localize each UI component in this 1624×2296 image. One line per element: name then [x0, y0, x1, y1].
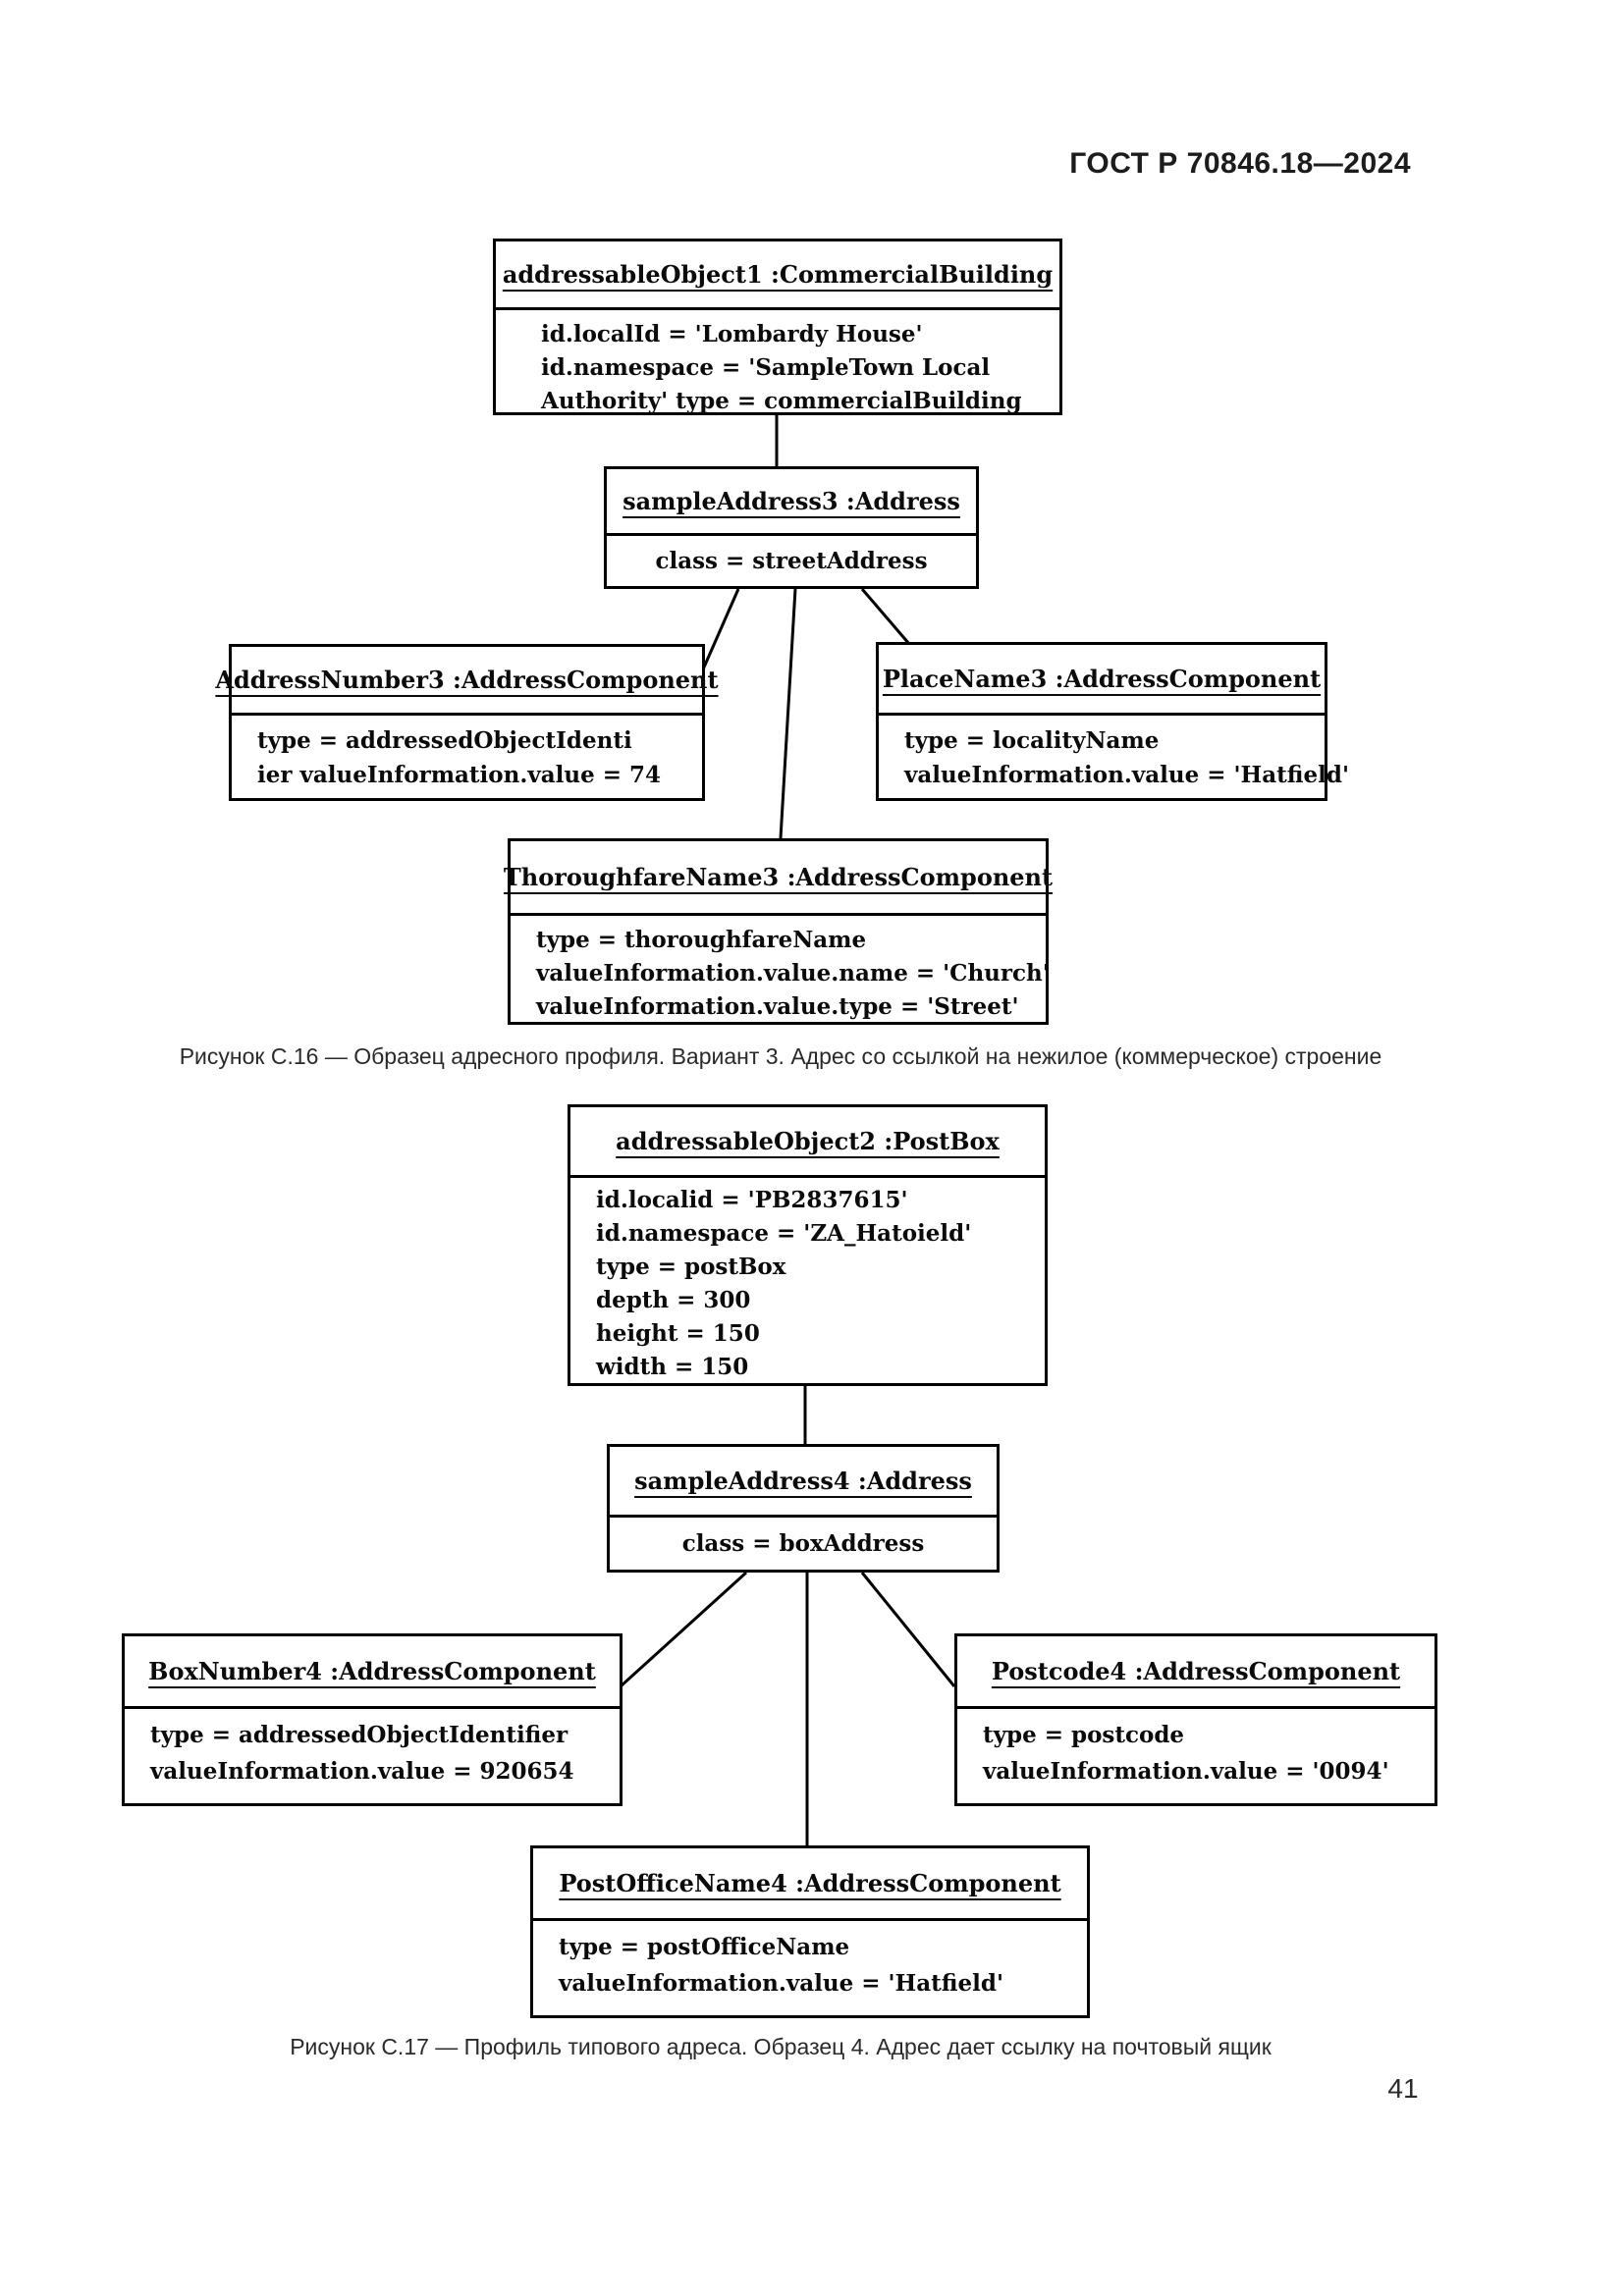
object-title-compartment: PlaceName3 :AddressComponent: [879, 645, 1325, 716]
object-title-text: ThoroughfareName3 :AddressComponent: [503, 863, 1054, 891]
object-box-address-number3: AddressNumber3 :AddressComponent type = …: [215, 644, 719, 801]
standard-reference-header: ГОСТ Р 70846.18—2024: [1069, 147, 1411, 180]
figure-c16-caption: Рисунок С.16 — Образец адресного профиля…: [179, 1043, 1382, 1069]
attribute-line: id.namespace = 'ZA_Hatoield': [596, 1220, 972, 1247]
attribute-line: valueInformation.value.name = 'Church': [536, 960, 1050, 987]
attribute-line: id.localid = 'PB2837615': [596, 1187, 908, 1213]
object-box-sample-address3: sampleAddress3 :Address class = streetAd…: [604, 466, 979, 589]
page-number: 41: [1387, 2073, 1419, 2104]
object-title-compartment: ThoroughfareName3 :AddressComponent: [504, 841, 1053, 916]
object-title-compartment: addressableObject1 :CommercialBuilding: [496, 241, 1059, 310]
object-title-compartment: sampleAddress3 :Address: [607, 469, 976, 536]
connector-address3-to-addressnumber3: [701, 588, 740, 670]
object-box-box-number4: BoxNumber4 :AddressComponent type = addr…: [122, 1633, 623, 1806]
object-title-text: AddressNumber3 :AddressComponent: [215, 666, 719, 694]
attribute-line: valueInformation.value = '0094': [983, 1758, 1389, 1785]
object-attributes-compartment: type = localityName valueInformation.val…: [879, 716, 1350, 792]
figure-c17-caption: Рисунок С.17 — Профиль типового адреса. …: [290, 2034, 1272, 2059]
object-title-text: sampleAddress3 :Address: [623, 487, 960, 515]
object-box-post-office-name4: PostOfficeName4 :AddressComponent type =…: [530, 1845, 1090, 2018]
object-title-compartment: sampleAddress4 :Address: [610, 1447, 997, 1518]
object-attributes-compartment: type = thoroughfareName valueInformation…: [511, 916, 1050, 1024]
attribute-line: valueInformation.value = 'Hatfield': [559, 1970, 1004, 1997]
attribute-line: class = streetAddress: [655, 548, 928, 574]
object-title-text: PostOfficeName4 :AddressComponent: [559, 1869, 1061, 1897]
attribute-line: Authority' type = commercialBuilding: [541, 388, 1022, 414]
object-attributes-compartment: type = addressedObjectIdentifier valueIn…: [125, 1709, 620, 1789]
object-box-addressable-object1: addressableObject1 :CommercialBuilding i…: [493, 239, 1062, 415]
object-box-sample-address4: sampleAddress4 :Address class = boxAddre…: [607, 1444, 1000, 1573]
object-title-compartment: AddressNumber3 :AddressComponent: [215, 647, 719, 716]
attribute-line: type = thoroughfareName: [536, 927, 867, 953]
attribute-line: depth = 300: [596, 1287, 751, 1313]
attribute-line: type = postOfficeName: [559, 1934, 850, 1960]
object-attributes-compartment: id.localid = 'PB2837615' id.namespace = …: [570, 1178, 1045, 1384]
object-attributes-compartment: class = boxAddress: [610, 1518, 997, 1570]
object-title-compartment: BoxNumber4 :AddressComponent: [125, 1636, 620, 1709]
attribute-line: type = addressedObjectIdentifier: [150, 1722, 568, 1748]
connector-address3-to-placename3: [860, 588, 911, 645]
object-title-compartment: Postcode4 :AddressComponent: [957, 1636, 1435, 1709]
attribute-line: valueInformation.value = 'Hatfield': [904, 762, 1350, 788]
object-box-place-name3: PlaceName3 :AddressComponent type = loca…: [876, 642, 1350, 801]
connector-address4-to-postcode4: [860, 1572, 956, 1687]
object-box-postcode4: Postcode4 :AddressComponent type = postc…: [954, 1633, 1437, 1806]
object-box-addressable-object2: addressableObject2 :PostBox id.localid =…: [568, 1104, 1048, 1386]
attribute-line: id.localId = 'Lombardy House': [541, 321, 923, 347]
object-title-text: addressableObject2 :PostBox: [616, 1127, 1000, 1155]
attribute-line: type = addressedObjectIdenti: [257, 727, 632, 754]
attribute-line: ier valueInformation.value = 74: [257, 762, 662, 788]
object-title-compartment: PostOfficeName4 :AddressComponent: [533, 1848, 1087, 1921]
object-title-text: PlaceName3 :AddressComponent: [882, 665, 1322, 693]
object-attributes-compartment: type = addressedObjectIdenti ier valueIn…: [232, 716, 702, 792]
attribute-line: height = 150: [596, 1320, 760, 1347]
object-title-text: BoxNumber4 :AddressComponent: [148, 1657, 596, 1685]
connector-address4-to-boxnumber4: [619, 1571, 748, 1688]
attribute-line: width = 150: [596, 1354, 749, 1380]
attribute-line: id.namespace = 'SampleTown Local: [541, 354, 991, 381]
object-attributes-compartment: class = streetAddress: [607, 536, 976, 586]
object-attributes-compartment: type = postcode valueInformation.value =…: [957, 1709, 1435, 1789]
object-title-compartment: addressableObject2 :PostBox: [570, 1107, 1045, 1178]
attribute-line: class = boxAddress: [681, 1530, 925, 1557]
object-title-text: Postcode4 :AddressComponent: [991, 1657, 1401, 1685]
object-attributes-compartment: type = postOfficeName valueInformation.v…: [533, 1921, 1087, 2002]
object-title-text: sampleAddress4 :Address: [634, 1467, 972, 1495]
attribute-line: type = postcode: [983, 1722, 1185, 1748]
attribute-line: valueInformation.value.type = 'Street': [536, 993, 1019, 1020]
object-title-text: addressableObject1 :CommercialBuilding: [502, 260, 1054, 289]
object-attributes-compartment: id.localId = 'Lombardy House' id.namespa…: [496, 310, 1059, 418]
attribute-line: type = localityName: [904, 727, 1160, 754]
object-box-thoroughfare-name3: ThoroughfareName3 :AddressComponent type…: [504, 838, 1053, 1025]
attribute-line: type = postBox: [596, 1254, 786, 1280]
attribute-line: valueInformation.value = 920654: [150, 1758, 574, 1785]
connector-address3-to-thoroughfarename3: [779, 588, 797, 839]
